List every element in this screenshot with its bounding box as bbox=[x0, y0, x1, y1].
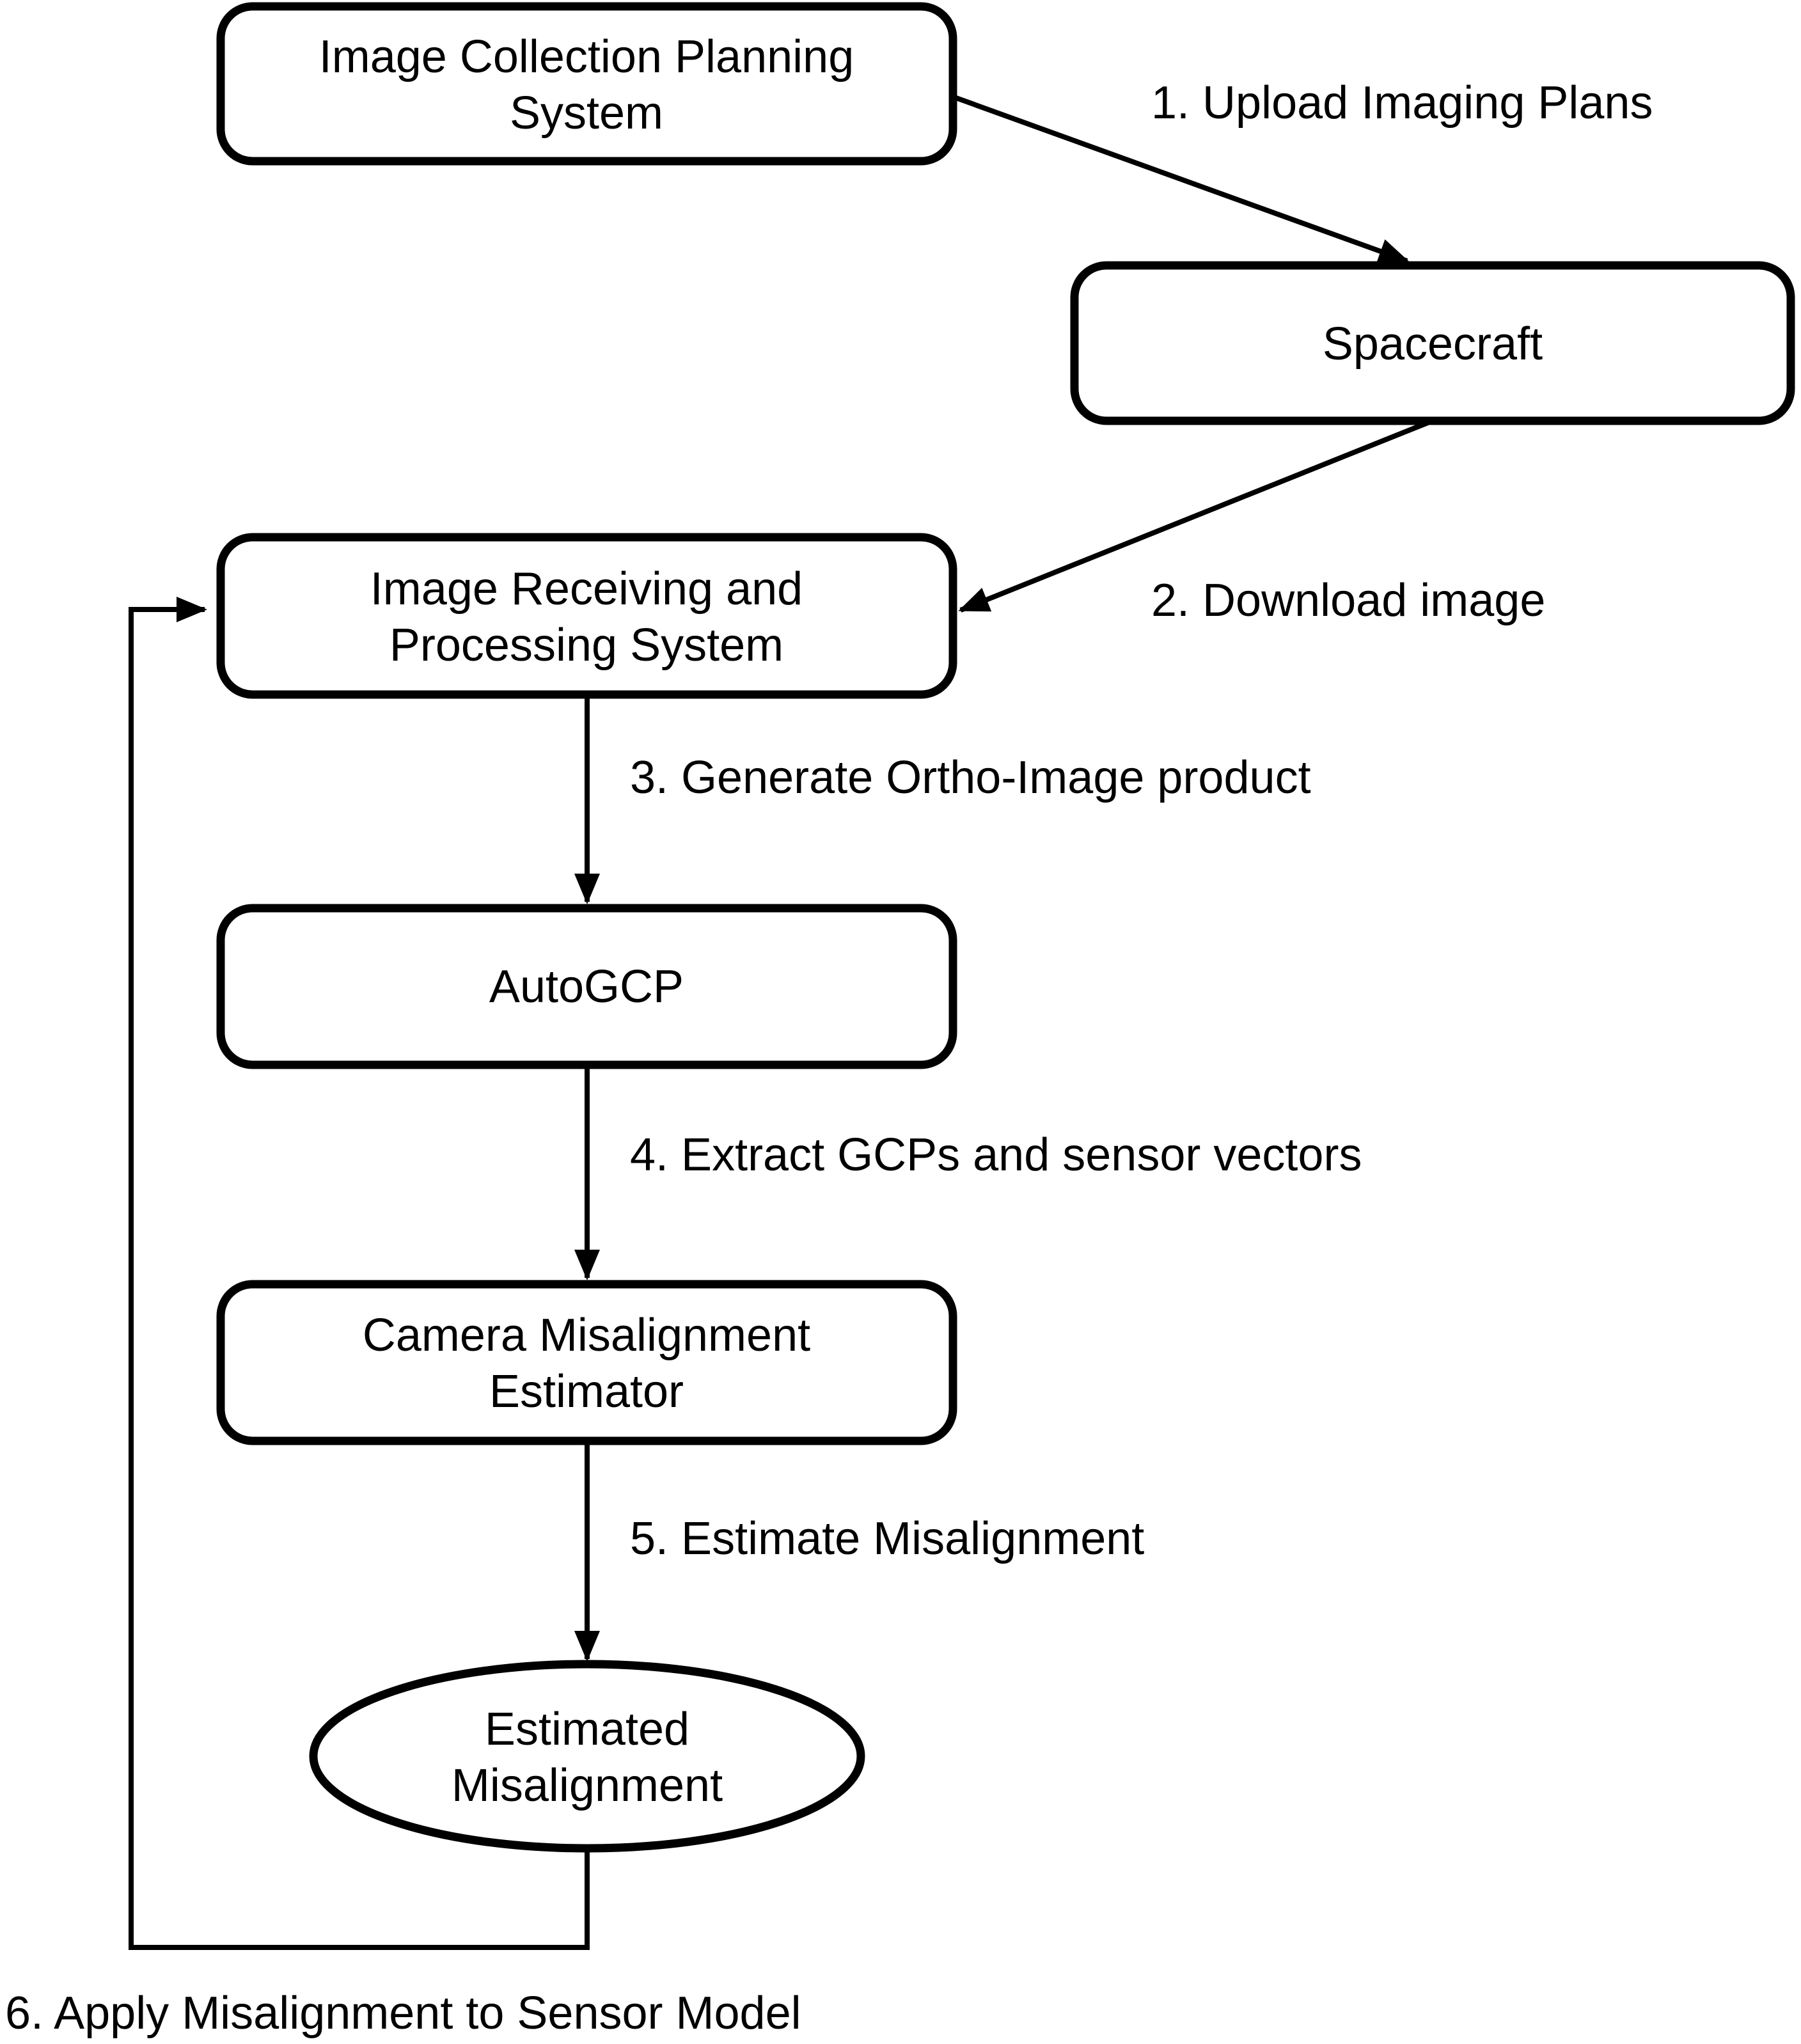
node-autogcp: AutoGCP bbox=[216, 904, 957, 1069]
edge-apply-misalignment-to-sensor-model bbox=[129, 597, 590, 1950]
node-image-receiving-and-processing-system-label-line2: Processing System bbox=[389, 620, 783, 671]
node-image-receiving-and-processing-system: Image Receiving and Processing System bbox=[216, 533, 957, 699]
node-image-receiving-and-processing-system-box bbox=[216, 533, 957, 699]
node-camera-misalignment-estimator-label-line2: Estimator bbox=[489, 1366, 684, 1417]
node-image-collection-planning-system-label-line1: Image Collection Planning bbox=[319, 31, 854, 83]
node-autogcp-box bbox=[216, 904, 957, 1069]
node-camera-misalignment-estimator-box bbox=[216, 1280, 957, 1445]
edge-3-label: 3. Generate Ortho-Image product bbox=[630, 752, 1311, 803]
edge-2-label: 2. Download image bbox=[1151, 575, 1545, 626]
edge-6-feedback-arrow bbox=[129, 597, 590, 1950]
node-estimated-misalignment: Estimated Misalignment bbox=[309, 1660, 865, 1853]
node-camera-misalignment-estimator-label-line1: Camera Misalignment bbox=[363, 1310, 810, 1361]
node-estimated-misalignment-label-line2: Misalignment bbox=[452, 1760, 723, 1811]
edge-1-label: 1. Upload Imaging Plans bbox=[1151, 77, 1653, 129]
node-image-receiving-and-processing-system-label-line1: Image Receiving and bbox=[370, 563, 803, 615]
node-spacecraft: Spacecraft bbox=[1070, 261, 1795, 425]
node-autogcp-label: AutoGCP bbox=[489, 961, 684, 1012]
edge-2-arrow bbox=[958, 420, 1431, 613]
node-spacecraft-box bbox=[1070, 261, 1795, 425]
edge-6-label: 6. Apply Misalignment to Sensor Model bbox=[5, 1988, 801, 2039]
node-estimated-misalignment-label-line1: Estimated bbox=[485, 1704, 689, 1755]
edge-upload-imaging-plans bbox=[953, 95, 1410, 263]
edge-5-label: 5. Estimate Misalignment bbox=[630, 1513, 1144, 1564]
node-image-collection-planning-system-box bbox=[216, 2, 957, 166]
node-image-collection-planning-system-label-line2: System bbox=[510, 88, 663, 139]
node-camera-misalignment-estimator: Camera Misalignment Estimator bbox=[216, 1280, 957, 1445]
edge-download-image bbox=[958, 420, 1431, 613]
node-image-collection-planning-system: Image Collection Planning System bbox=[216, 2, 957, 166]
edge-4-label: 4. Extract GCPs and sensor vectors bbox=[630, 1129, 1362, 1181]
node-estimated-misalignment-ellipse bbox=[309, 1660, 865, 1853]
edge-1-arrow bbox=[953, 95, 1410, 263]
node-spacecraft-label: Spacecraft bbox=[1323, 318, 1543, 370]
